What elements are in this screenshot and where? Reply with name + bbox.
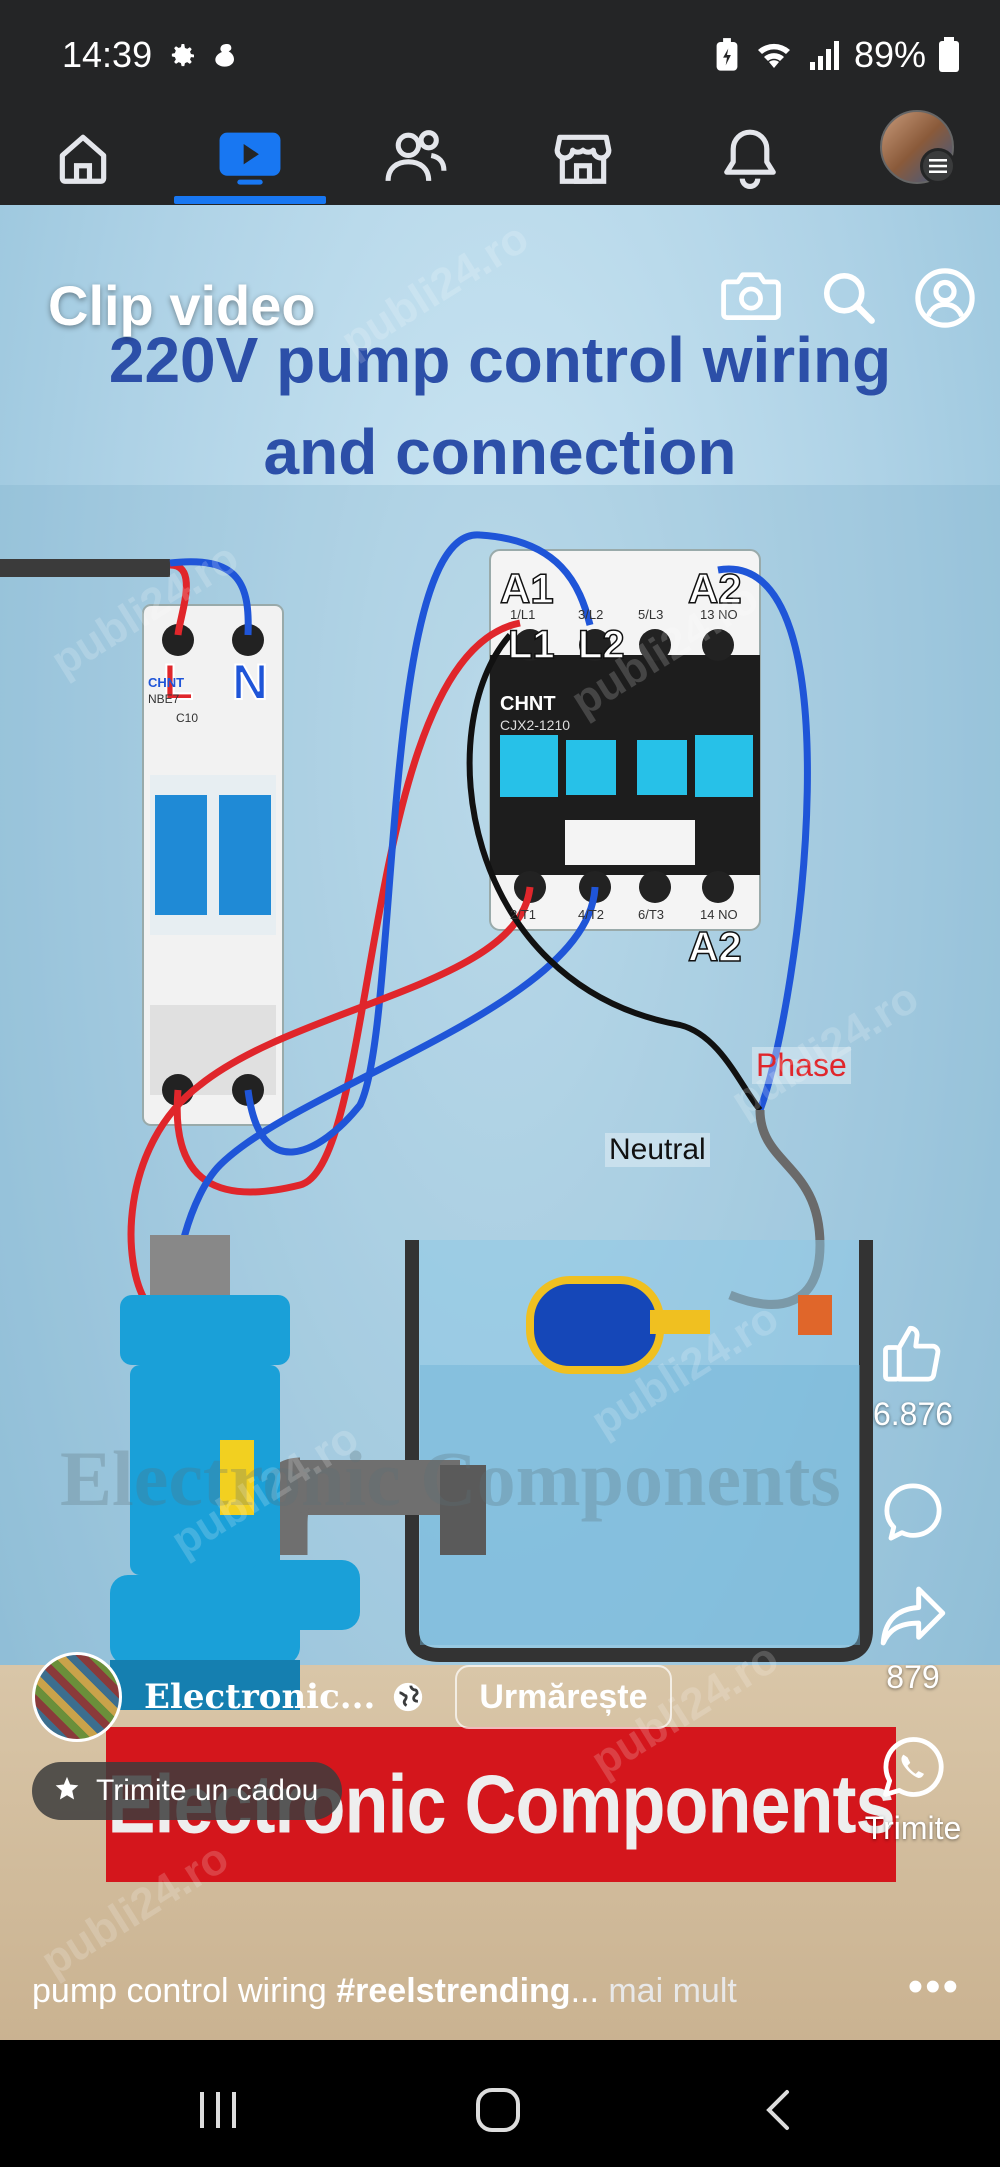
caption-hashtag[interactable]: #reelstrending: [336, 1972, 571, 2010]
like-count: 6.876: [872, 1396, 954, 1432]
nav-video[interactable]: [190, 110, 310, 205]
globe-icon: [394, 1682, 423, 1712]
label-n: N: [231, 653, 269, 711]
signal-icon: [809, 41, 839, 70]
whatsapp-icon: [883, 1737, 944, 1797]
label-neutral: Neutral: [605, 1133, 710, 1167]
comment-icon: [884, 1483, 942, 1541]
label-l: L: [162, 653, 195, 711]
more-options-icon[interactable]: •••: [907, 1962, 960, 2011]
nav-notifications[interactable]: [690, 110, 810, 205]
top-navigation: [0, 110, 1000, 205]
status-left-icons: [166, 40, 242, 72]
label-l2: L2: [577, 622, 625, 668]
nav-friends[interactable]: [356, 110, 476, 205]
see-more-link[interactable]: mai mult: [608, 1972, 737, 2010]
friends-icon: [385, 129, 447, 181]
submersible-pump: [110, 1235, 360, 1710]
nav-marketplace[interactable]: [523, 110, 643, 205]
label-a2-bottom: A2: [687, 922, 742, 971]
settings-gear-icon: [171, 44, 194, 67]
notifications-bell-icon: [724, 129, 776, 189]
label-breaker-model: NBE7: [148, 692, 180, 706]
author-name[interactable]: Electronic...: [144, 1677, 376, 1717]
video-player[interactable]: 220V pump control wiring and connection: [0, 205, 1000, 2040]
label-breaker-rating: C10: [176, 711, 199, 725]
share-icon: [880, 1586, 946, 1646]
battery-percentage: 89%: [853, 34, 926, 75]
menu-badge[interactable]: [920, 148, 956, 184]
gift-icon: [55, 1776, 79, 1800]
follow-button-label: Urmărește: [479, 1677, 648, 1716]
recent-apps-button[interactable]: [178, 2085, 258, 2135]
wifi-icon: [757, 43, 790, 68]
video-top-actions: [720, 267, 976, 329]
clip-video-title: Clip video: [48, 274, 316, 337]
label-a1: A1: [499, 564, 554, 613]
back-button[interactable]: [738, 2085, 818, 2135]
system-navigation-bar: [0, 2040, 1000, 2167]
caption-ellipsis: ...: [570, 1972, 599, 2010]
like-icon: [883, 1325, 941, 1382]
menu-icon: [929, 159, 947, 173]
author-avatar[interactable]: [32, 1652, 122, 1742]
send-whatsapp-action[interactable]: Trimite: [864, 1734, 962, 1847]
label-terminal-top-1: 1/L1: [510, 607, 536, 622]
status-time: 14:39: [62, 34, 153, 75]
send-gift-chip[interactable]: Trimite un cadou: [32, 1762, 343, 1820]
recent-apps-icon: [200, 2092, 236, 2128]
back-chevron-icon: [766, 2090, 789, 2130]
home-button[interactable]: [458, 2085, 538, 2135]
video-heading-line1: 220V pump control wiring: [108, 324, 892, 396]
caption-text: pump control wiring: [32, 1972, 337, 2010]
video-caption[interactable]: pump control wiring #reelstrending... ma…: [32, 1972, 737, 2011]
video-icon: [219, 132, 281, 185]
float-switch: [526, 1276, 664, 1374]
label-l1: L1: [507, 622, 555, 668]
status-bar: 14:39 89%: [0, 0, 1000, 110]
label-brand: CHNT: [500, 693, 556, 715]
marketplace-icon: [554, 134, 612, 184]
contactor: [489, 549, 761, 931]
search-icon[interactable]: [818, 267, 878, 327]
active-tab-indicator: [174, 196, 326, 204]
label-terminal-top-3: 5/L3: [638, 607, 664, 622]
label-terminal-bottom-4: 14 NO: [700, 907, 738, 922]
wall-text: Electronic Components: [60, 1435, 841, 1522]
label-model: CJX2-1210: [500, 717, 571, 733]
battery-saver-icon: [716, 38, 738, 71]
share-action[interactable]: 879: [879, 1583, 947, 1696]
notification-app-icon: [215, 44, 234, 67]
send-label: Trimite: [864, 1810, 962, 1846]
supply-cable: [0, 559, 170, 577]
nav-home[interactable]: [23, 110, 143, 205]
send-gift-label: Trimite un cadou: [96, 1774, 319, 1807]
label-terminal-bottom-2: 4/T2: [578, 907, 605, 922]
battery-icon: [939, 37, 959, 72]
follow-button[interactable]: Urmărește: [455, 1665, 672, 1729]
label-phase: Phase: [752, 1047, 851, 1084]
status-right-icons: 89%: [714, 34, 960, 76]
wiring-diagram: Electronic Components: [0, 531, 873, 1710]
camera-icon[interactable]: [720, 267, 782, 323]
label-terminal-top-2: 3/L2: [578, 607, 604, 622]
home-circle-icon: [476, 2088, 520, 2132]
home-icon: [59, 134, 107, 184]
video-heading-line2: and connection: [263, 416, 737, 488]
comment-action[interactable]: [880, 1479, 946, 1545]
label-terminal-bottom-1: 2/T1: [510, 907, 537, 922]
like-action[interactable]: 6.876: [873, 1320, 953, 1433]
profile-icon[interactable]: [914, 267, 976, 329]
author-row: Electronic... Urmărește: [32, 1652, 672, 1742]
label-terminal-top-4: 13 NO: [700, 607, 738, 622]
side-actions: 6.876 879 Trimite: [848, 1320, 978, 1885]
label-terminal-bottom-3: 6/T3: [638, 907, 665, 922]
share-count: 879: [886, 1659, 940, 1695]
label-a2-top: A2: [687, 564, 742, 613]
label-breaker-brand: CHNT: [148, 675, 185, 690]
